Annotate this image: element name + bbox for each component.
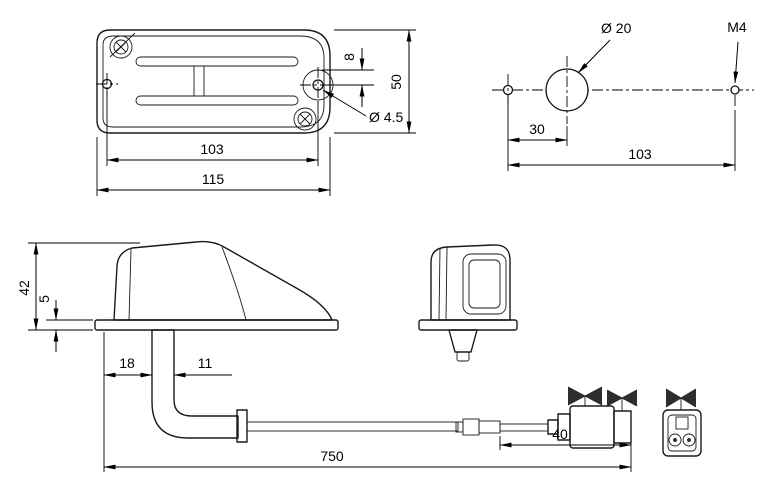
dim-connector-length: 40: [499, 426, 632, 472]
dim-label-103-template: 103: [628, 146, 652, 162]
dim-stem-position: 18 11: [103, 332, 232, 472]
callout-big-hole: Ø 20: [577, 20, 632, 74]
spring-clip-1: [567, 386, 603, 406]
dim-label-103-top: 103: [200, 141, 224, 157]
dim-total-height: 42: [16, 242, 140, 331]
base-plate: [94, 319, 339, 331]
inline-connector: [455, 418, 501, 436]
dome-body: [113, 240, 333, 321]
dim-label-42: 42: [16, 280, 32, 296]
screw-bottom-right: [293, 107, 317, 131]
dim-label-18: 18: [119, 355, 135, 371]
drilling-template: Ø 20 M4 30 103: [492, 19, 754, 171]
dim-cable-length: 750: [103, 448, 632, 470]
spring-clip-2: [606, 389, 638, 411]
dim-label-m4: M4: [727, 19, 747, 35]
dim-label-40: 40: [552, 426, 568, 442]
dim-label-11: 11: [198, 355, 213, 371]
dim-label-115: 115: [202, 171, 225, 187]
cable-elbow: [151, 329, 239, 439]
base-plate-end: [418, 319, 518, 331]
thread-hole-m4: [730, 85, 740, 95]
housing-end-view: [418, 244, 518, 362]
cable: [246, 421, 459, 432]
dim-label-d20: Ø 20: [601, 20, 632, 36]
terminal-right: [682, 433, 696, 447]
dim-hole-spacing-top-view: 103: [106, 90, 319, 166]
connector-end-view: [662, 388, 702, 457]
terminal-left: [668, 433, 682, 447]
dim-housing-width: 115: [96, 137, 331, 196]
dim-label-30: 30: [529, 121, 545, 137]
housing-top-view: [96, 29, 336, 134]
dim-label-50: 50: [388, 74, 404, 90]
dim-hole-spacing-103: 103: [507, 110, 736, 171]
connector-body: [569, 405, 615, 449]
slot-bottom: [135, 95, 299, 106]
dim-hole-spacing-30: 30: [507, 96, 568, 171]
slot-top: [135, 56, 299, 67]
cable-2: [499, 423, 549, 432]
connector-window: [462, 253, 507, 315]
dim-label-hole-dia: Ø 4.5: [369, 109, 403, 125]
callout-hole-diameter: Ø 4.5: [322, 89, 403, 125]
spring-clip-end: [665, 388, 697, 410]
housing-side-view: [94, 240, 549, 443]
dim-label-5: 5: [36, 295, 52, 303]
dim-label-8: 8: [341, 53, 357, 61]
screw-top-left: [109, 35, 133, 59]
connector-side-view: [547, 386, 638, 449]
dim-housing-height: 50: [334, 29, 416, 134]
dim-base-thickness: 5: [36, 295, 93, 352]
dim-label-750: 750: [320, 448, 344, 464]
callout-thread: M4: [727, 19, 747, 84]
stem-end-view: [448, 329, 478, 353]
dim-hole-offset: 8: [322, 48, 374, 107]
